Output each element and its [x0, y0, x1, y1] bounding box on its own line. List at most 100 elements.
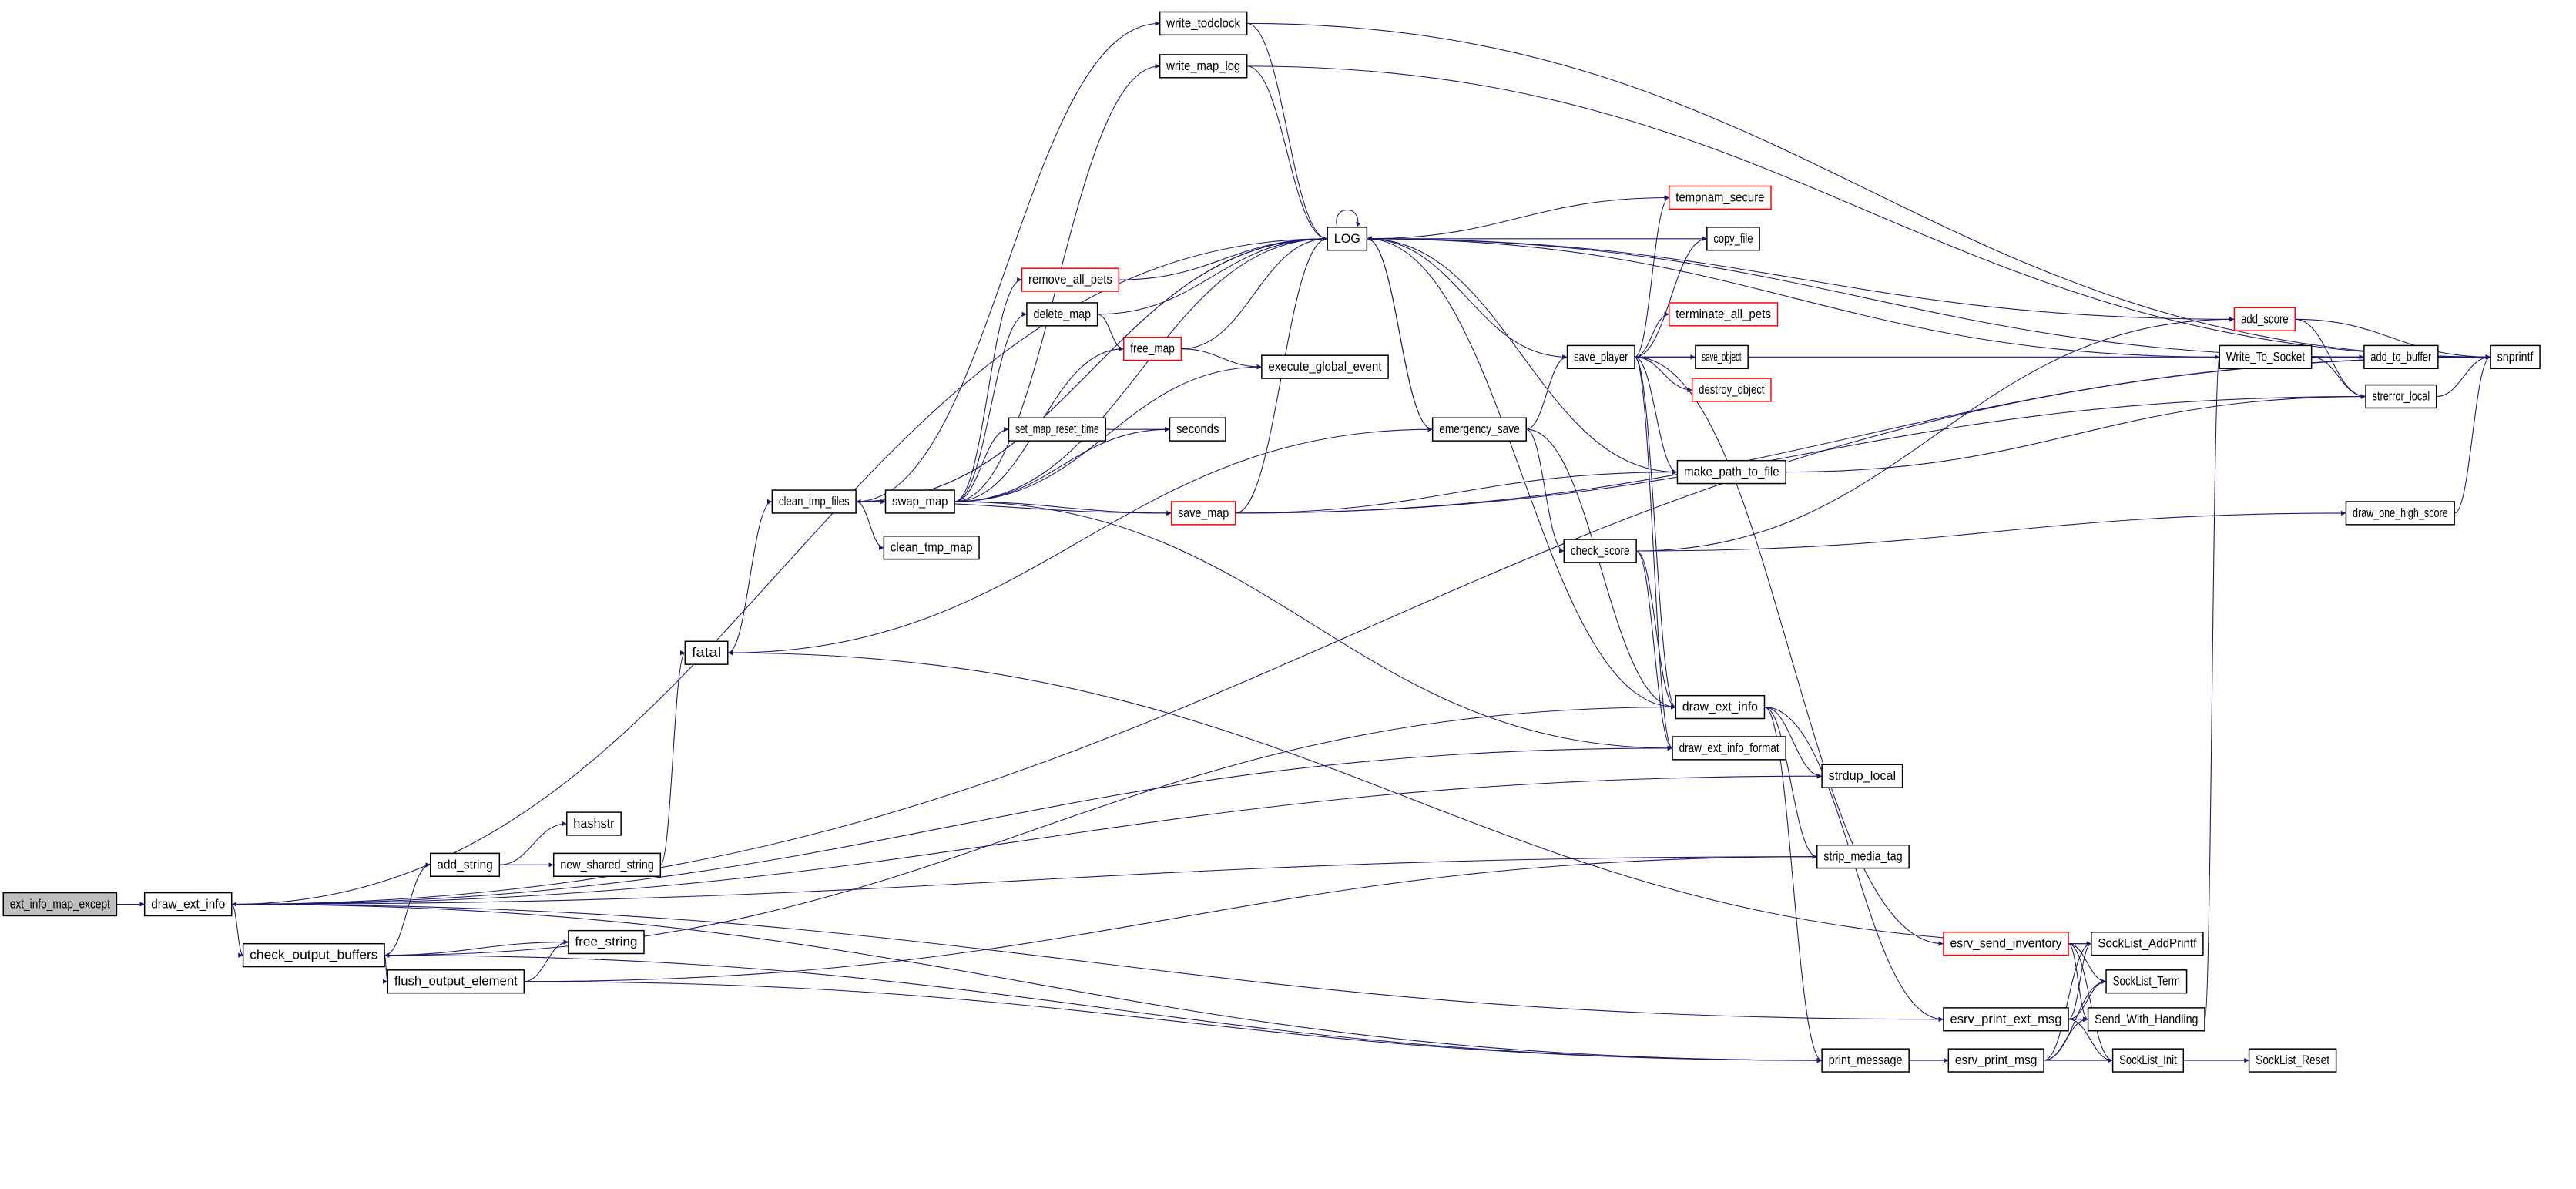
node-label: set_map_reset_time: [1015, 422, 1099, 436]
node-log[interactable]: LOG: [1327, 227, 1368, 251]
node-free-string[interactable]: free_string: [568, 929, 645, 955]
node-esrv-send-inventory[interactable]: esrv_send_inventory: [1943, 932, 2069, 956]
node-label: new_shared_string: [560, 858, 654, 872]
node-clean-tmp-map[interactable]: clean_tmp_map: [883, 536, 980, 560]
node-new-shared-string[interactable]: new_shared_string: [552, 852, 662, 877]
node-set-map-reset-time[interactable]: set_map_reset_time: [1008, 417, 1107, 442]
node-seconds[interactable]: seconds: [1169, 417, 1226, 442]
node-box: [1821, 764, 1903, 788]
node-snprintf[interactable]: snprintf: [2490, 344, 2541, 370]
node-remove-all-pets[interactable]: remove_all_pets: [1021, 267, 1120, 292]
node-flush-output-element[interactable]: flush_output_element: [387, 969, 525, 994]
node-write-map-log[interactable]: write_map_log: [1159, 54, 1248, 79]
node-print-message[interactable]: print_message: [1821, 1048, 1910, 1073]
node-draw-ext-info-2[interactable]: draw_ext_info: [1675, 694, 1766, 720]
node-terminate-all-pets[interactable]: terminate_all_pets: [1669, 302, 1779, 327]
node-save-map[interactable]: save_map: [1170, 501, 1236, 526]
node-delete-map[interactable]: delete_map: [1026, 302, 1098, 327]
node-box: [884, 489, 955, 514]
node-save-object[interactable]: save_object: [1695, 344, 1749, 370]
node-draw-one-high-score[interactable]: draw_one_high_score: [2345, 501, 2455, 526]
node-box: [2490, 344, 2541, 370]
node-free-map[interactable]: free_map: [1122, 336, 1182, 361]
node-add-string[interactable]: add_string: [430, 852, 501, 877]
node-socklist-init[interactable]: SockList_Init: [2111, 1048, 2185, 1073]
node-box: [568, 929, 645, 955]
node-draw-ext-info-format[interactable]: draw_ext_info_format: [1672, 736, 1786, 761]
node-socklist-addprintf[interactable]: SockList_AddPrintf: [2091, 932, 2204, 956]
node-socklist-reset[interactable]: SockList_Reset: [2248, 1048, 2337, 1073]
edge-new-shared-string-to-fatal: [659, 650, 686, 865]
node-strdup-local[interactable]: strdup_local: [1821, 764, 1903, 788]
node-make-path-to-file[interactable]: make_path_to_file: [1676, 459, 1786, 485]
node-esrv-print-msg[interactable]: esrv_print_msg: [1947, 1048, 2044, 1073]
edge-flush-output-element-to-free-string: [524, 939, 569, 982]
node-tempnam-secure[interactable]: tempnam_secure: [1669, 185, 1772, 210]
node-draw-ext-info[interactable]: draw_ext_info: [143, 892, 233, 917]
node-box: [1159, 54, 1248, 79]
node-box: [2111, 1048, 2185, 1073]
edge-swap-map-to-remove-all-pets: [954, 277, 1022, 502]
node-box: [1026, 302, 1098, 327]
node-strip-media-tag[interactable]: strip_media_tag: [1816, 844, 1910, 869]
node-box: [1947, 1048, 2044, 1073]
node-esrv-print-ext-msg[interactable]: esrv_print_ext_msg: [1943, 1007, 2069, 1032]
edge-swap-map-to-log: [954, 236, 1328, 502]
edge-esrv-send-inventory-to-send-with-handling: [2068, 943, 2088, 1022]
node-box: [430, 852, 501, 877]
node-save-player[interactable]: save_player: [1566, 344, 1635, 370]
edge-check-output-buffers-to-add-string: [384, 862, 431, 956]
node-box: [1563, 539, 1637, 563]
node-send-with-handling[interactable]: Send_With_Handling: [2087, 1007, 2205, 1032]
edge-save-player-to-draw-ext-info-format: [1634, 356, 1673, 751]
edge-write-map-log-to-snprintf: [1246, 65, 2491, 360]
node-clean-tmp-files[interactable]: clean_tmp_files: [771, 489, 857, 514]
node-box: [2345, 501, 2455, 526]
node-add-to-buffer[interactable]: add_to_buffer: [2363, 344, 2439, 370]
edge-delete-map-to-free-map: [1097, 314, 1124, 351]
edge-flush-output-element-to-strip-media-tag: [524, 854, 1817, 982]
node-swap-map[interactable]: swap_map: [884, 489, 955, 514]
node-copy-file[interactable]: copy_file: [1706, 227, 1760, 251]
edge-save-map-to-strerror-local: [1235, 394, 2366, 514]
edge-socklist-addprintf-to-fatal: [727, 650, 2091, 945]
edge-tempnam-secure-to-log: [1367, 196, 1669, 241]
node-add-score[interactable]: add_score: [2233, 307, 2296, 331]
node-box: [1170, 501, 1236, 526]
node-destroy-object[interactable]: destroy_object: [1691, 378, 1772, 402]
edge-draw-one-high-score-to-snprintf: [2454, 354, 2491, 514]
node-box: [1706, 227, 1760, 251]
edge-draw-ext-info-to-strdup-local: [231, 773, 1823, 905]
node-emergency-save[interactable]: emergency_save: [1431, 417, 1527, 442]
node-execute-global-event[interactable]: execute_global_event: [1261, 354, 1389, 379]
edge-fatal-to-emergency-save: [727, 426, 1433, 653]
node-label: clean_tmp_map: [891, 541, 973, 555]
node-hashstr[interactable]: hashstr: [566, 811, 622, 836]
node-label: tempnam_secure: [1675, 190, 1764, 204]
edge-write-todclock-to-log: [1246, 22, 1328, 241]
edge-add-string-to-hashstr: [499, 821, 567, 865]
edge-send-with-handling-to-write-to-socket: [2204, 354, 2220, 1020]
edge-draw-ext-info-to-esrv-print-ext-msg: [231, 903, 1944, 1022]
edge-draw-ext-info-2-to-print-message: [1764, 707, 1823, 1063]
edge-check-score-to-add-score: [1636, 317, 2235, 552]
node-socklist-term[interactable]: SockList_Term: [2105, 969, 2188, 994]
edge-swap-map-to-delete-map: [954, 311, 1027, 502]
node-label: save_player: [1574, 350, 1628, 364]
node-label: write_todclock: [1166, 16, 1241, 30]
node-label: esrv_print_ext_msg: [1950, 1013, 2061, 1026]
node-write-todclock[interactable]: write_todclock: [1159, 11, 1248, 36]
node-check-output-buffers[interactable]: check_output_buffers: [242, 942, 385, 968]
node-check-score[interactable]: check_score: [1563, 539, 1637, 563]
node-label: add_to_buffer: [2370, 350, 2431, 364]
node-write-to-socket[interactable]: Write_To_Socket: [2219, 344, 2313, 370]
node-label: save_map: [1178, 506, 1229, 520]
node-fatal[interactable]: fatal: [684, 640, 729, 665]
node-label: Send_With_Handling: [2095, 1013, 2198, 1026]
edge-check-score-to-draw-ext-info-2: [1635, 550, 1676, 710]
edge-draw-ext-info-2-to-strdup-local: [1764, 707, 1823, 779]
node-label: esrv_send_inventory: [1950, 937, 2062, 951]
node-strerror-local[interactable]: strerror_local: [2365, 384, 2437, 409]
